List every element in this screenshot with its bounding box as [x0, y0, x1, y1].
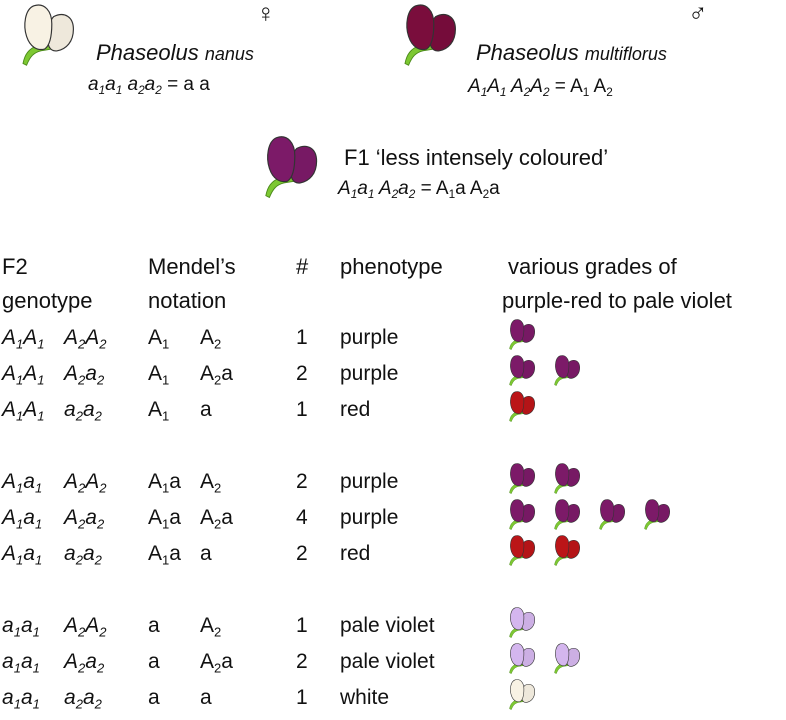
flower-icon [550, 642, 586, 676]
row-count: 4 [296, 506, 308, 529]
row-genotype-locus1: A1a1 [2, 542, 43, 568]
row-mendel-locus2: A2 [200, 326, 222, 352]
male-parent-flower-icon [396, 2, 468, 70]
row-mendel-locus1: a [148, 650, 160, 673]
female-parent-name: Phaseolus nanus [96, 40, 254, 65]
row-genotype-locus2: A2A2 [64, 614, 107, 640]
female-parent-flower-icon [14, 2, 86, 70]
f1-flower-icon [254, 134, 332, 202]
row-count: 2 [296, 650, 308, 673]
row-mendel-locus1: a [148, 614, 160, 637]
male-parent-name: Phaseolus multiflorus [476, 40, 667, 65]
row-count: 2 [296, 542, 308, 565]
row-phenotype: purple [340, 506, 399, 529]
flower-icon [550, 354, 586, 388]
row-mendel-locus2: A2 [200, 470, 222, 496]
row-genotype-locus1: A1a1 [2, 470, 43, 496]
row-mendel-locus1: A1a [148, 506, 181, 532]
row-phenotype: red [340, 398, 371, 421]
row-genotype-locus2: A2A2 [64, 326, 107, 352]
flower-icon [640, 498, 676, 532]
row-mendel-locus2: a [200, 686, 212, 709]
row-genotype-locus2: a2a2 [64, 686, 102, 712]
female-symbol: ♀ [256, 0, 276, 28]
row-phenotype: pale violet [340, 614, 435, 637]
row-genotype-locus2: A2a2 [64, 362, 105, 388]
flower-icon [505, 354, 541, 388]
flower-icon [550, 534, 586, 568]
flower-icon [505, 606, 541, 640]
row-count: 1 [296, 326, 308, 349]
flower-icon [505, 390, 541, 424]
row-genotype-locus1: A1A1 [2, 326, 45, 352]
header-phenotype: phenotype [340, 254, 443, 279]
row-mendel-locus1: A1 [148, 362, 170, 388]
male-genotype: A1A1 A2A2 = A1 A2 [468, 76, 613, 100]
row-mendel-locus1: A1a [148, 542, 181, 568]
header-genotype: F2 genotype [2, 254, 93, 313]
row-genotype-locus1: A1a1 [2, 506, 43, 532]
female-genotype: a1a1 a2a2 = a a [88, 74, 210, 98]
flower-icon [505, 318, 541, 352]
flower-icon [505, 642, 541, 676]
f1-title: F1 ‘less intensely coloured’ [344, 145, 609, 170]
row-mendel-locus1: a [148, 686, 160, 709]
row-phenotype: purple [340, 470, 399, 493]
row-count: 2 [296, 362, 308, 385]
row-phenotype: pale violet [340, 650, 435, 673]
header-grades: various grades of purple-red to pale vio… [502, 254, 732, 313]
header-count: # [296, 254, 309, 279]
row-mendel-locus1: A1 [148, 326, 170, 352]
row-phenotype: purple [340, 362, 399, 385]
male-symbol: ♂ [688, 0, 708, 28]
row-mendel-locus2: A2a [200, 362, 233, 388]
f1-genotype: A1a1 A2a2 = A1a A2a [338, 178, 500, 202]
header-mendel-notation: Mendel’s notation [148, 254, 236, 313]
row-genotype-locus2: A2a2 [64, 650, 105, 676]
row-mendel-locus1: A1a [148, 470, 181, 496]
row-genotype-locus2: a2a2 [64, 398, 102, 424]
flower-icon [505, 678, 541, 712]
row-genotype-locus1: a1a1 [2, 614, 40, 640]
row-mendel-locus1: A1 [148, 398, 170, 424]
row-phenotype: white [340, 686, 390, 709]
flower-icon [550, 498, 586, 532]
row-genotype-locus2: a2a2 [64, 542, 102, 568]
row-genotype-locus2: A2a2 [64, 506, 105, 532]
row-count: 1 [296, 686, 308, 709]
flower-icon [505, 462, 541, 496]
row-phenotype: purple [340, 326, 399, 349]
row-count: 2 [296, 470, 308, 493]
row-genotype-locus2: A2A2 [64, 470, 107, 496]
flower-icon [595, 498, 631, 532]
row-phenotype: red [340, 542, 371, 565]
flower-icon [550, 462, 586, 496]
flower-icon [505, 498, 541, 532]
row-genotype-locus1: A1A1 [2, 398, 45, 424]
flower-icon [505, 534, 541, 568]
row-count: 1 [296, 398, 308, 421]
row-genotype-locus1: A1A1 [2, 362, 45, 388]
row-genotype-locus1: a1a1 [2, 650, 40, 676]
row-mendel-locus2: a [200, 542, 212, 565]
row-genotype-locus1: a1a1 [2, 686, 40, 712]
row-mendel-locus2: A2a [200, 650, 233, 676]
row-mendel-locus2: a [200, 398, 212, 421]
row-count: 1 [296, 614, 308, 637]
row-mendel-locus2: A2a [200, 506, 233, 532]
row-mendel-locus2: A2 [200, 614, 222, 640]
